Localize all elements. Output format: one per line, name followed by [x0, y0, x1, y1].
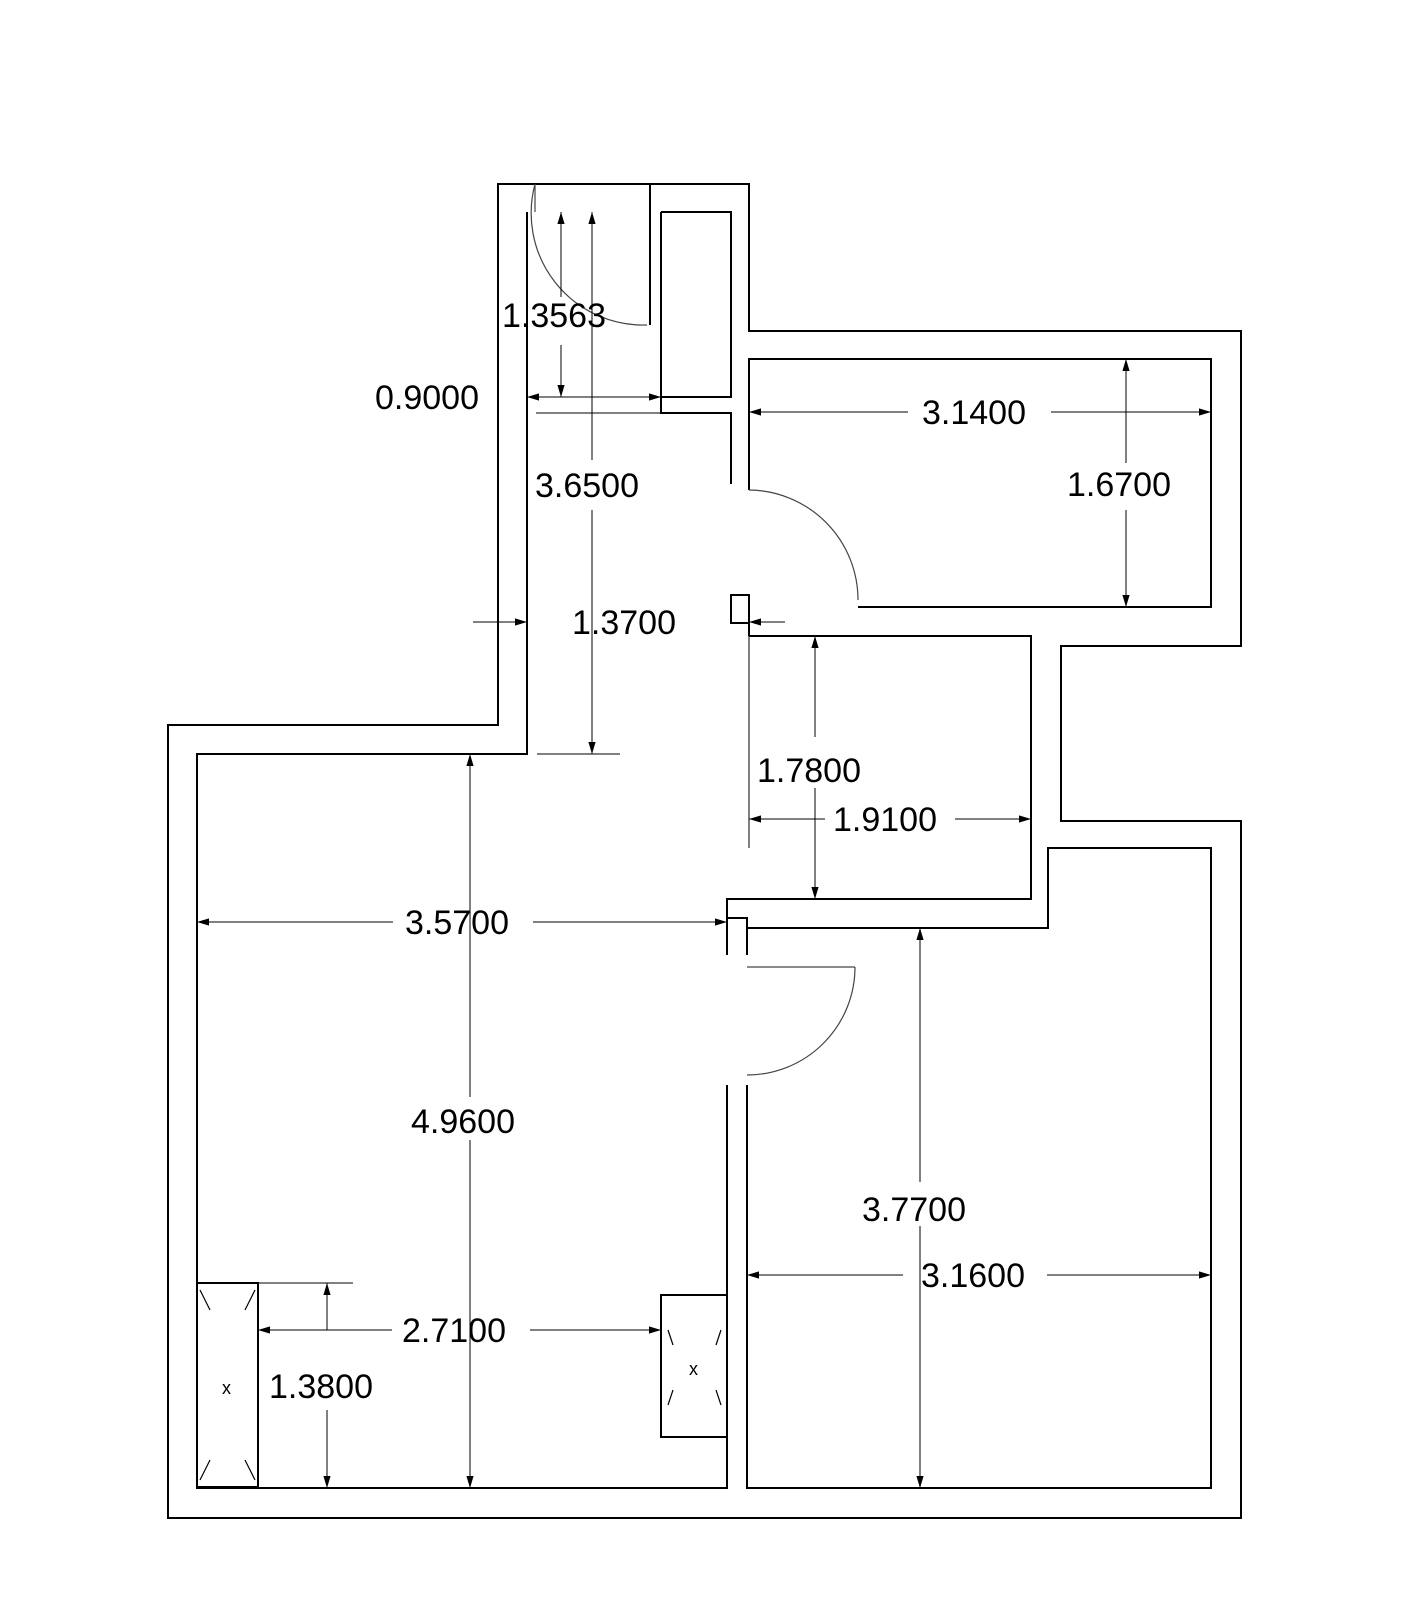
- dim-text-1-7800: 1.7800: [757, 752, 861, 790]
- dim-text-4-9600: 4.9600: [411, 1103, 515, 1141]
- dim-text-3-5700: 3.5700: [405, 904, 509, 942]
- middle-room-wall: [726, 635, 1032, 918]
- bath-door-post: [730, 594, 750, 624]
- right-window-mark: x: [689, 1359, 698, 1379]
- outer-wall: [167, 183, 1242, 1519]
- corridor-inner-wall: [196, 212, 1212, 1489]
- dim-text-3-1600: 3.1600: [921, 1257, 1025, 1295]
- dim-text-1-3800: 1.3800: [269, 1368, 373, 1406]
- dim-text-2-7100: 2.7100: [402, 1312, 506, 1350]
- bath-door-swing: [748, 489, 859, 601]
- dim-text-1-3563: 1.3563: [502, 297, 606, 335]
- right-window: [660, 1294, 728, 1438]
- dim-text-1-3700: 1.3700: [572, 604, 676, 642]
- left-window: [196, 1282, 259, 1488]
- dim-text-3-6500: 3.6500: [535, 467, 639, 505]
- dim-text-3-1400: 3.1400: [922, 394, 1026, 432]
- closet-wall: [660, 211, 732, 484]
- dim-text-3-7700: 3.7700: [862, 1191, 966, 1229]
- bath-wall: [748, 358, 1212, 608]
- bedroom-door-swing: [746, 966, 856, 1076]
- left-window-mark: x: [222, 1378, 231, 1398]
- dim-text-1-6700: 1.6700: [1067, 466, 1171, 504]
- dim-text-1-9100: 1.9100: [833, 801, 937, 839]
- dim-text-0-9000: 0.9000: [375, 379, 479, 417]
- entry-door-swing: [530, 183, 648, 326]
